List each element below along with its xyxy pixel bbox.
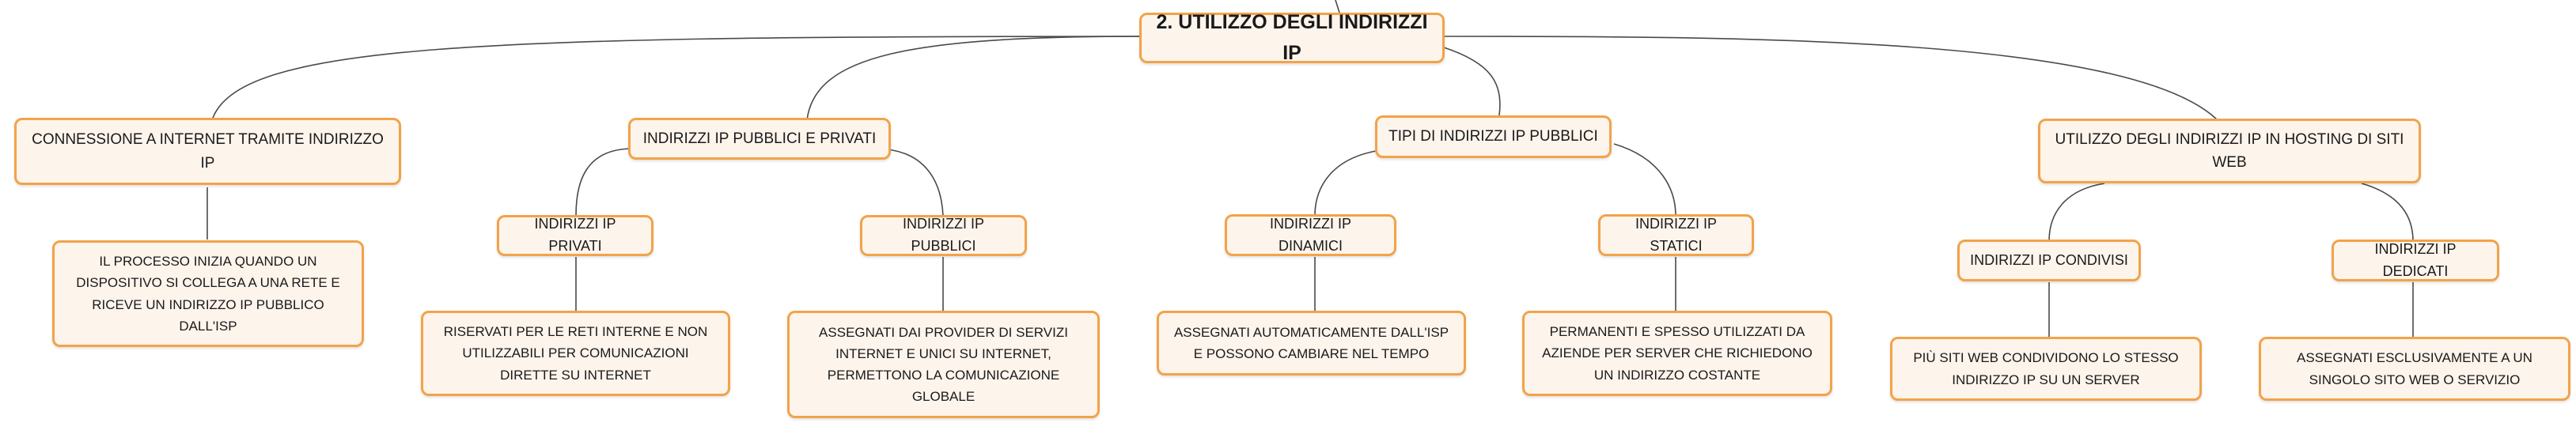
connector-branch-2-child-2 [877,148,944,217]
connector-root-branch-2 [806,36,1144,121]
parent-connector [1335,0,1340,13]
branch-hosting-siti-web[interactable]: UTILIZZO DEGLI INDIRIZZI IP IN HOSTING D… [2038,119,2421,183]
connector-branch-3-child-2 [1613,143,1676,217]
connector-root-branch-4 [1443,36,2220,123]
connector-root-branch-1 [211,36,1144,121]
connector-branch-3-child-1 [1314,149,1381,217]
branch-tipi-ip-pubblici[interactable]: TIPI DI INDIRIZZI IP PUBBLICI [1375,115,1612,158]
detail-ip-privati[interactable]: RISERVATI PER LE RETI INTERNE E NON UTIL… [421,311,730,396]
node-ip-privati[interactable]: INDIRIZZI IP PRIVATI [497,215,653,256]
detail-ip-condivisi[interactable]: PIÙ SITI WEB CONDIVIDONO LO STESSO INDIR… [1890,337,2202,401]
branch-connessione-internet[interactable]: CONNESSIONE A INTERNET TRAMITE INDIRIZZO… [14,118,401,185]
connector-branch-2-child-1 [575,148,634,217]
detail-ip-statici[interactable]: PERMANENTI E SPESSO UTILIZZATI DA AZIEND… [1522,311,1832,396]
connector-branch-4-child-1 [2048,183,2105,242]
connector-root-branch-3 [1443,47,1501,116]
connector-branch-4-child-2 [2361,183,2414,242]
node-ip-statici[interactable]: INDIRIZZI IP STATICI [1598,214,1754,256]
node-ip-dedicati[interactable]: INDIRIZZI IP DEDICATI [2332,240,2499,281]
node-ip-pubblici[interactable]: INDIRIZZI IP PUBBLICI [860,215,1027,256]
detail-ip-dedicati[interactable]: ASSEGNATI ESCLUSIVAMENTE A UN SINGOLO SI… [2259,337,2570,401]
root-topic[interactable]: 2. UTILIZZO DEGLI INDIRIZZI IP [1139,11,1445,64]
node-ip-condivisi[interactable]: INDIRIZZI IP CONDIVISI [1957,240,2141,281]
detail-ip-pubblici[interactable]: ASSEGNATI DAI PROVIDER DI SERVIZI INTERN… [787,311,1100,418]
branch-ip-pubblici-privati[interactable]: INDIRIZZI IP PUBBLICI E PRIVATI [628,118,891,160]
detail-ip-dinamici[interactable]: ASSEGNATI AUTOMATICAMENTE DALL'ISP E POS… [1157,311,1466,376]
node-ip-dinamici[interactable]: INDIRIZZI IP DINAMICI [1225,214,1396,256]
detail-connessione-internet[interactable]: IL PROCESSO INIZIA QUANDO UN DISPOSITIVO… [52,240,364,347]
